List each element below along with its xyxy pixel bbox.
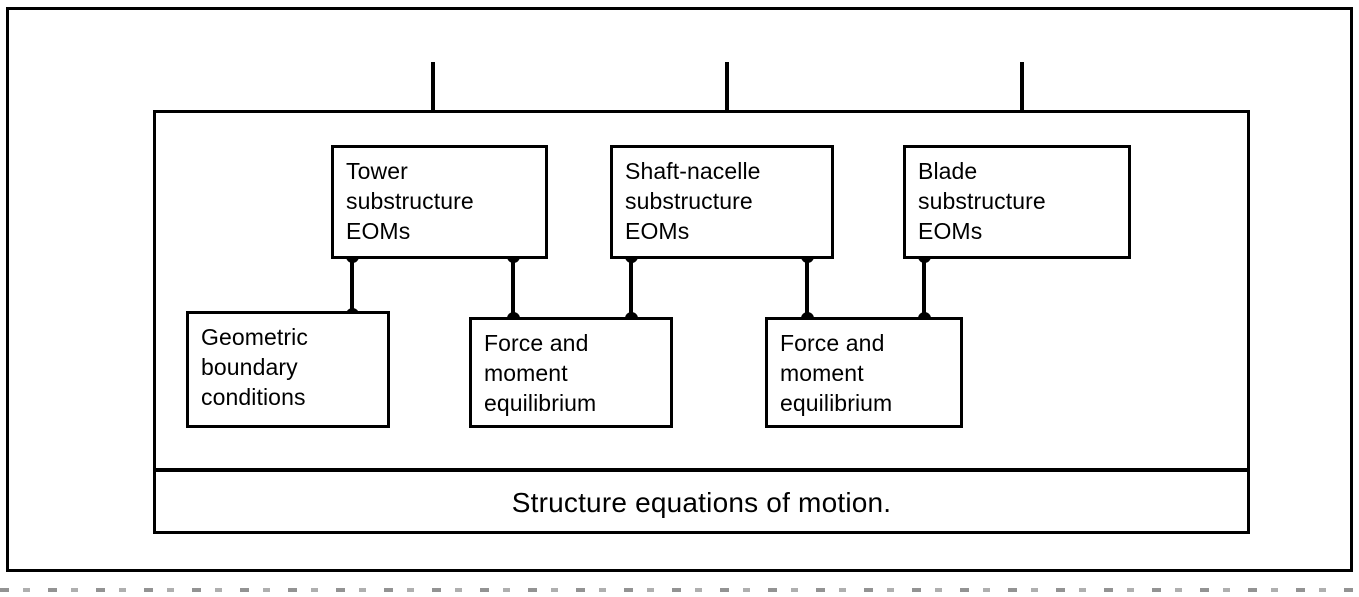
node-tower-substructure-eoms[interactable]: Tower substructure EOMs [331,145,548,259]
node-geometric-boundary-conditions[interactable]: Geometric boundary conditions [186,311,390,428]
input-arrow-shaft-tower [431,62,435,130]
caption-band-divider [153,468,1250,472]
input-arrow-shaft-shaft-nacelle [725,62,729,130]
node-blade-substructure-eoms[interactable]: Blade substructure EOMs [903,145,1131,259]
node-shaft-nacelle-substructure-eoms[interactable]: Shaft-nacelle substructure EOMs [610,145,834,259]
connector-blade-to-force-moment-2 [922,258,926,320]
connector-shaft-nacelle-to-force-moment-1 [629,258,633,320]
caption-band: Structure equations of motion. [153,472,1250,534]
input-arrow-shaft-blade [1020,62,1024,130]
connector-tower-to-force-moment-1 [511,258,515,320]
connector-tower-to-geometric-bc [350,258,354,316]
scan-artifact-strip [0,588,1359,592]
connector-shaft-nacelle-to-force-moment-2 [805,258,809,320]
node-force-and-moment-equilibrium-2[interactable]: Force and moment equilibrium [765,317,963,428]
caption-text: Structure equations of motion. [511,487,892,518]
node-force-and-moment-equilibrium-1[interactable]: Force and moment equilibrium [469,317,673,428]
